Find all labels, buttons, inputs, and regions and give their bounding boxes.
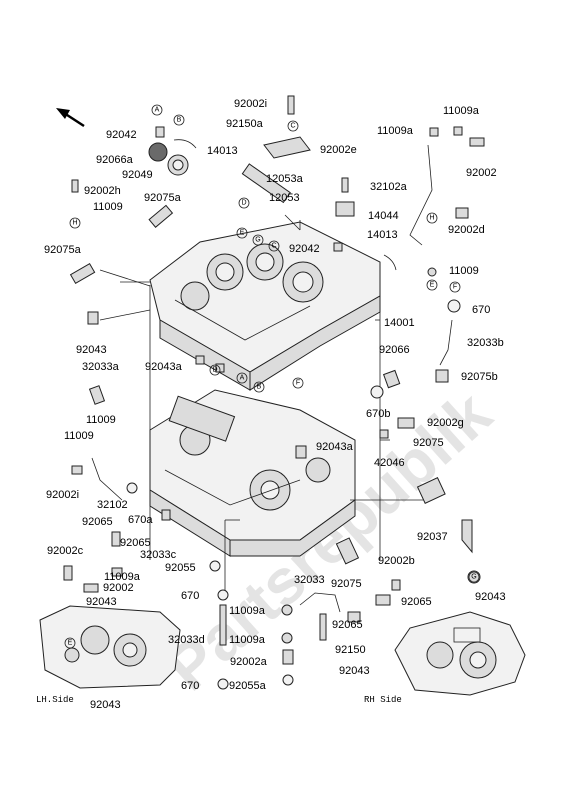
callout-label: 92043 (339, 665, 370, 677)
callout-label: 92055a (229, 680, 267, 692)
callout-label: 32033d (168, 634, 205, 646)
callout-labels: 92042 92066a 92049 14013 92002h 11009 92… (44, 98, 506, 711)
callout-label: 11009a (229, 634, 266, 646)
callout-label: 32033a (82, 361, 120, 373)
rh-side-label: RH Side (364, 695, 402, 705)
callout-label: 92002b (378, 555, 415, 567)
callout-label: 92002 (103, 582, 134, 594)
ref-marker-d2: D (212, 367, 217, 374)
callout-label: 14013 (367, 229, 398, 241)
callout-label: 92002a (230, 656, 268, 668)
ref-marker-b: B (177, 117, 182, 124)
ref-marker-c2: C (271, 243, 276, 250)
ref-markers: A B C D E G C H H E F D A B F G E (64, 104, 480, 649)
callout-label: 14013 (207, 145, 238, 157)
callout-label: 32102a (370, 181, 408, 193)
callout-label: 92065 (82, 516, 113, 528)
callout-label: 32102 (97, 499, 128, 511)
callout-label: 11009 (449, 265, 479, 277)
callout-label: 92043a (145, 361, 183, 373)
ref-marker-lh-e: E (68, 640, 73, 647)
callout-label: 42046 (374, 457, 405, 469)
callout-label: 92002 (466, 167, 497, 179)
callout-label: 92043 (90, 699, 121, 711)
callout-label: 11009a (229, 605, 266, 617)
callout-label: 92075 (331, 578, 362, 590)
callout-label: 92075a (44, 244, 82, 256)
callout-label: 92065 (332, 619, 363, 631)
callout-label: 92049 (122, 169, 153, 181)
callout-label: 92066 (379, 344, 410, 356)
lh-side-cover (39, 605, 181, 689)
callout-label: 14001 (384, 317, 415, 329)
ref-marker-e2: E (430, 282, 435, 289)
callout-label: 32033c (140, 549, 177, 561)
hardware-parts (63, 95, 485, 690)
callout-label: 670 (181, 590, 199, 602)
callout-label: 92065 (120, 537, 151, 549)
upper-crankcase (149, 221, 381, 391)
callout-label: 32033 (294, 574, 325, 586)
callout-label: 92150a (226, 118, 264, 130)
callout-label: 92043 (475, 591, 506, 603)
callout-label: 92043 (86, 596, 117, 608)
callout-label: 92002h (84, 185, 121, 197)
callout-label: 92042 (106, 129, 137, 141)
callout-label: 11009a (443, 105, 480, 117)
callout-label: 92002e (320, 144, 357, 156)
callout-label: 92002i (234, 98, 267, 110)
callout-label: 11009a (377, 125, 414, 137)
lh-side-label: LH.Side (36, 695, 74, 705)
callout-label: 12053 (269, 192, 300, 204)
callout-label: 92002g (427, 417, 464, 429)
callout-label: 92002c (47, 545, 84, 557)
callout-label: 92042 (289, 243, 320, 255)
ref-marker-a: A (155, 107, 160, 114)
callout-label: 32033b (467, 337, 504, 349)
ref-marker-g2: G (471, 574, 476, 581)
callout-label: 92066a (96, 154, 134, 166)
ref-marker-e: E (240, 230, 245, 237)
callout-label: 92043a (316, 441, 354, 453)
callout-label: 12053a (266, 173, 304, 185)
front-arrow-icon (56, 108, 85, 128)
ref-marker-f2: F (296, 380, 300, 387)
callout-label: 670b (366, 408, 390, 420)
callout-label: 670a (128, 514, 153, 526)
callout-label: 92075a (144, 192, 182, 204)
lower-crankcase (149, 389, 356, 557)
callout-label: 92065 (401, 596, 432, 608)
callout-label: 11009 (64, 430, 94, 442)
callout-label: 670 (181, 680, 199, 692)
callout-label: 11009a (104, 571, 141, 583)
callout-label: 92075 (413, 437, 444, 449)
ref-marker-h2: H (429, 215, 434, 222)
callout-label: 92150 (335, 644, 366, 656)
callout-label: 92055 (165, 562, 196, 574)
callout-label: 14044 (368, 210, 399, 222)
callout-label: 92002i (46, 489, 79, 501)
callout-label: 92075b (461, 371, 498, 383)
callout-label: 92043 (76, 344, 107, 356)
callout-label: 670 (472, 304, 490, 316)
callout-label: 11009 (93, 201, 123, 213)
ref-marker-b2: B (257, 384, 262, 391)
ref-marker-a2: A (240, 375, 245, 382)
ref-marker-h: H (72, 220, 77, 227)
callout-label: 92037 (417, 531, 448, 543)
rh-side-cover (394, 611, 526, 696)
callout-label: 92002d (448, 224, 485, 236)
callout-label: 11009 (86, 414, 116, 426)
ref-marker-f: F (453, 284, 457, 291)
ref-marker-d: D (241, 200, 246, 207)
ref-marker-g: G (255, 237, 260, 244)
ref-marker-c: C (290, 123, 295, 130)
